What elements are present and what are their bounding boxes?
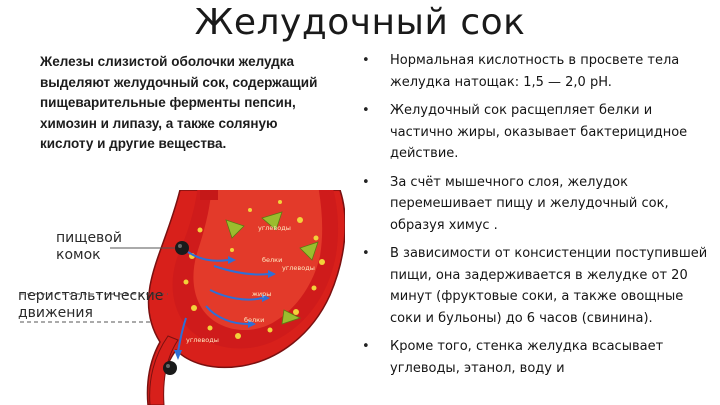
- esophagus: [200, 190, 218, 200]
- bullet-item: • Желудочный сок расщепляет белки и част…: [358, 100, 708, 165]
- label-food-bolus-line2: комок: [56, 247, 101, 263]
- bullet-text: Кроме того, стенка желудка всасывает угл…: [390, 339, 664, 376]
- label-peristalsis-line2: движения: [18, 305, 93, 321]
- slide-title: Желудочный сок: [194, 2, 526, 43]
- flow-arrowheads: [174, 256, 276, 360]
- bullet-symbol: •: [362, 174, 370, 190]
- bullet-item: • Кроме того, стенка желудка всасывает у…: [358, 336, 708, 379]
- tiny-label-5: белки: [244, 316, 264, 324]
- stomach-illustration: углеводы белки жиры углеводы белки углев…: [20, 185, 346, 405]
- label-food-bolus: пищевой комок: [56, 230, 122, 264]
- label-peristalsis: перистальтические движения: [18, 288, 163, 322]
- bullet-text: За счёт мышечного слоя, желудок перемеши…: [390, 174, 669, 233]
- food-bolus-lower-highlight: [166, 364, 170, 368]
- stomach-lumen: [193, 185, 323, 331]
- bullet-text: В зависимости от консистенции поступивше…: [390, 246, 708, 326]
- intro-paragraph: Железы слизистой оболочки желудка выделя…: [40, 54, 318, 151]
- food-bolus-lower: [163, 361, 177, 375]
- bullet-text: Желудочный сок расщепляет белки и частич…: [390, 103, 688, 161]
- bullet-symbol: •: [362, 339, 370, 354]
- label-food-bolus-line1: пищевой: [56, 230, 122, 246]
- tiny-label-6: углеводы: [186, 336, 219, 344]
- tiny-label-1: углеводы: [258, 224, 291, 232]
- bullet-text: Нормальная кислотность в просвете тела ж…: [390, 53, 680, 90]
- bullet-symbol: •: [362, 103, 370, 118]
- stomach-diagram: углеводы белки жиры углеводы белки углев…: [0, 185, 346, 405]
- bullet-list: • Нормальная кислотность в просвете тела…: [358, 50, 708, 386]
- label-peristalsis-line1: перистальтические: [18, 288, 164, 304]
- bullet-symbol: •: [362, 53, 370, 68]
- acid-dots: [183, 200, 325, 339]
- tiny-label-2: белки: [262, 256, 282, 264]
- bullet-item: • За счёт мышечного слоя, желудок переме…: [358, 172, 708, 237]
- food-bolus-upper: [175, 241, 189, 255]
- food-bolus-highlight: [178, 244, 182, 248]
- tiny-label-4: углеводы: [282, 264, 315, 272]
- enzyme-arrows: [225, 211, 319, 325]
- flow-arrows: [177, 251, 269, 353]
- bullet-item: • В зависимости от консистенции поступив…: [358, 243, 708, 329]
- tiny-label-3: жиры: [252, 290, 271, 298]
- bullet-symbol: •: [362, 246, 370, 261]
- bullet-item: • Нормальная кислотность в просвете тела…: [358, 50, 708, 93]
